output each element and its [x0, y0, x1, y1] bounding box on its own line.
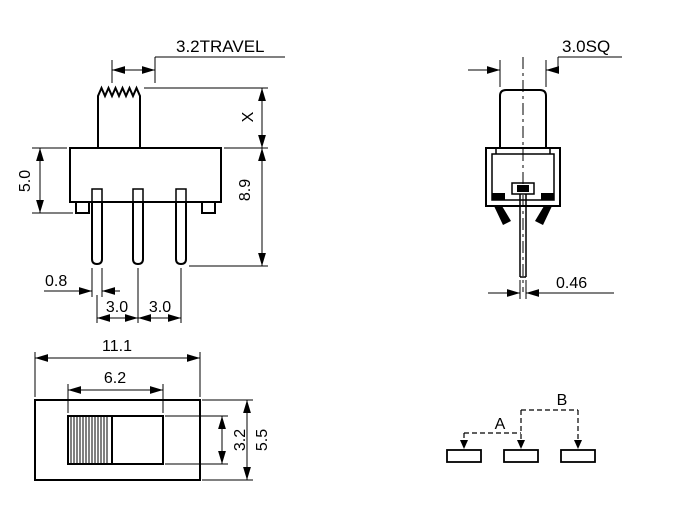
schematic-labels: A B — [495, 392, 568, 433]
top-body — [34, 399, 201, 481]
side-view-labels: 3.0SQ 0.46 — [556, 37, 610, 292]
dim-slot-length-label: 6.2 — [104, 370, 126, 387]
front-view-labels: 3.2TRAVEL X 8.9 5.0 0.8 3.0 3.0 — [17, 37, 265, 316]
schematic-pads — [446, 449, 596, 463]
dim-overall-height-label: 8.9 — [237, 179, 254, 201]
schematic-arrows — [460, 440, 582, 449]
front-pin-1 — [91, 202, 103, 266]
front-pin-base-1 — [91, 188, 103, 203]
dim-travel-label: 3.2TRAVEL — [176, 37, 265, 56]
dim-body-height-label: 5.0 — [17, 170, 34, 192]
side-contacts-filled — [492, 185, 554, 225]
front-knob-serrated — [97, 85, 141, 148]
top-slider-knob — [67, 415, 113, 465]
front-pin-base-3 — [175, 188, 187, 203]
top-view-outline — [34, 399, 201, 481]
front-view: 3.2TRAVEL X 8.9 5.0 0.8 3.0 3.0 — [17, 37, 285, 323]
dim-pin-thickness-label: 0.46 — [556, 275, 587, 292]
schematic-arrow-pad-1 — [460, 440, 468, 449]
side-contact-cap-fill — [517, 185, 529, 192]
schematic-view: A B — [446, 392, 596, 463]
side-contact-right — [541, 193, 554, 200]
schematic-arrow-pad-2 — [517, 440, 525, 449]
dim-slot-width-label: 3.2 — [232, 429, 249, 451]
top-view: 11.1 6.2 3.2 5.5 — [34, 338, 271, 481]
side-view: 3.0SQ 0.46 — [468, 37, 622, 299]
side-view-dimension-lines — [468, 56, 622, 299]
schematic-pad-2 — [503, 449, 539, 463]
side-knob — [499, 89, 547, 148]
schematic-arrow-pad-3 — [574, 440, 582, 449]
side-mount-tab-right — [535, 206, 552, 225]
front-pin-bases — [91, 188, 187, 203]
dim-pitch-left-label: 3.0 — [106, 299, 128, 316]
front-view-dimension-lines — [32, 56, 285, 323]
slider-serrations — [70, 417, 108, 463]
top-slot — [67, 415, 164, 465]
dim-body-length-label: 11.1 — [102, 338, 132, 355]
side-contact-cap — [511, 182, 535, 195]
front-pin-2 — [132, 202, 144, 266]
front-foot-left — [75, 201, 90, 214]
side-inner-cavity — [491, 153, 555, 201]
position-b-label: B — [557, 392, 568, 409]
front-view-outline — [69, 85, 222, 266]
dim-knob-size-label: 3.0SQ — [562, 37, 610, 56]
side-view-outline — [485, 89, 561, 207]
dim-pin-width-label: 0.8 — [45, 273, 67, 290]
schematic-pad-1 — [446, 449, 482, 463]
top-view-labels: 11.1 6.2 3.2 5.5 — [102, 338, 271, 451]
dim-x-label: X — [240, 111, 257, 122]
dim-pitch-right-label: 3.0 — [149, 299, 171, 316]
side-body — [485, 147, 561, 207]
position-a-label: A — [495, 416, 506, 433]
front-foot-right — [201, 201, 216, 214]
dim-body-width-label: 5.5 — [254, 429, 271, 451]
front-pin-base-2 — [132, 188, 144, 203]
front-body — [69, 147, 222, 203]
top-view-dimension-lines — [34, 352, 253, 481]
front-pin-3 — [175, 202, 187, 266]
side-contact-left — [492, 193, 505, 200]
side-mount-tab-left — [494, 206, 511, 225]
schematic-pad-3 — [560, 449, 596, 463]
side-body-internals — [491, 148, 555, 278]
